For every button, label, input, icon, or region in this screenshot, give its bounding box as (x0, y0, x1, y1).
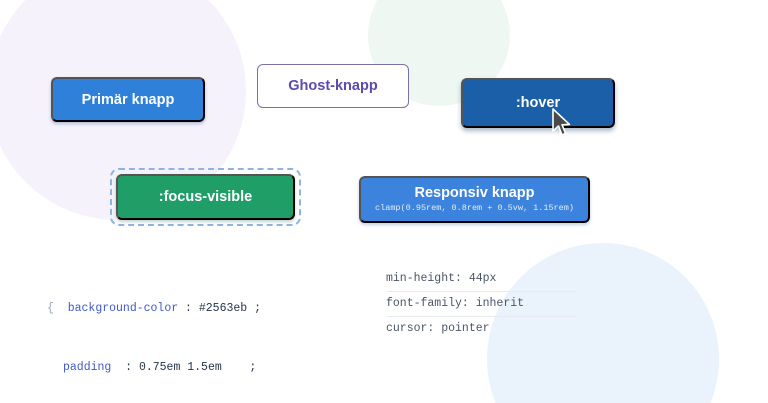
responsive-button-clamp-note: clamp(0.95rem, 0.8rem + 0.5vw, 1.15rem) (375, 202, 574, 213)
css-property-0: background-color (67, 302, 179, 315)
css-terminator-1: ; (249, 360, 257, 374)
css-rule-code-block: { background-color : #2563eb ; padding :… (47, 260, 337, 403)
css-value-1: 0.75em 1.5em (138, 360, 222, 374)
focus-visible-button-label: :focus-visible (158, 189, 253, 205)
primary-button[interactable]: Primär knapp (51, 77, 205, 122)
responsive-button-label: Responsiv knapp (414, 184, 535, 201)
css-declaration-row-1: padding : 0.75em 1.5em ; (47, 358, 337, 378)
property-row: min-height: 44px (386, 272, 497, 285)
hover-state-button[interactable]: :hover (461, 78, 615, 128)
focus-ring: :focus-visible (110, 168, 301, 226)
css-value-0: #2563eb (198, 302, 248, 315)
css-separator-1: : (125, 360, 133, 374)
property-list: min-height: 44px font-family: inherit cu… (386, 267, 576, 341)
ghost-button-label: Ghost-knapp (288, 78, 378, 94)
property-row: cursor: pointer (386, 316, 576, 341)
responsive-button[interactable]: Responsiv knapp clamp(0.95rem, 0.8rem + … (359, 176, 590, 223)
css-terminator-0: ; (254, 302, 261, 315)
ghost-button[interactable]: Ghost-knapp (257, 64, 409, 108)
css-open-brace-row: { background-color : #2563eb ; (47, 299, 337, 319)
primary-button-label: Primär knapp (81, 91, 175, 108)
hover-state-button-label: :hover (515, 95, 561, 111)
focus-visible-button[interactable]: :focus-visible (116, 174, 295, 220)
css-open-brace: { (47, 302, 54, 315)
css-separator-0: : (185, 302, 192, 315)
css-property-1: padding (63, 360, 112, 374)
property-row: font-family: inherit (386, 291, 576, 316)
